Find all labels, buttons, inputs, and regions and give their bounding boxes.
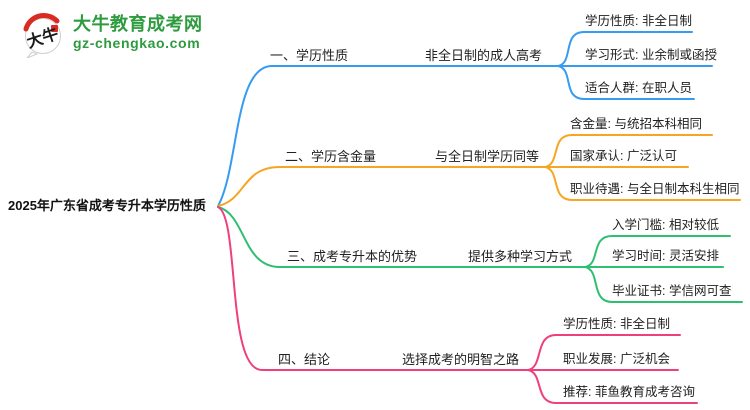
branch-2-leaf-2: 国家承认: 广泛认可 xyxy=(570,149,677,163)
branch-1-leaf-1: 学历性质: 非全日制 xyxy=(585,14,692,28)
branch-4-leaf-1: 学历性质: 非全日制 xyxy=(563,317,670,331)
branch-2-links xyxy=(217,134,741,207)
branch-3-links xyxy=(217,206,743,303)
logo-text-block: 大牛教育成考网 gz-chengkao.com xyxy=(73,14,203,52)
logo-red-arc xyxy=(23,12,60,32)
logo-red-seal xyxy=(51,25,58,32)
branch-1-subtopic: 非全日制的成人高考 xyxy=(425,48,543,63)
branch-1-main-line xyxy=(217,65,559,207)
branch-3-main-line xyxy=(217,206,586,268)
branch-3-leaf-3-line xyxy=(584,266,743,303)
branch-2-topic: 二、学历含金量 xyxy=(285,149,377,164)
branch-1-leaf-1-line xyxy=(557,31,693,67)
branch-3-topic: 三、成考专升本的优势 xyxy=(287,249,418,264)
branch-2-main-line xyxy=(217,166,546,207)
branch-2-leaf-1: 含金量: 与统招本科相同 xyxy=(570,117,702,131)
branch-2-subtopic: 与全日制学历同等 xyxy=(435,149,540,164)
branch-4-topic: 四、结论 xyxy=(278,352,331,367)
branch-2-leaf-3: 职业待遇: 与全日制本科生相同 xyxy=(570,182,740,196)
daniu-logo-icon: 大牛 xyxy=(23,12,61,58)
branch-1-leaf-3-line xyxy=(557,65,695,100)
branch-1-topic: 一、学历性质 xyxy=(270,48,349,63)
branch-3-leaf-3: 毕业证书: 学信网可查 xyxy=(612,284,732,298)
site-logo[interactable]: 大牛 大牛教育成考网 gz-chengkao.com xyxy=(20,8,203,58)
branch-4-leaf-2: 职业发展: 广泛机会 xyxy=(563,352,670,366)
branch-3-leaf-1-line xyxy=(584,235,731,268)
branch-3-leaf-2: 学习时间: 灵活安排 xyxy=(612,249,719,263)
logo-title: 大牛教育成考网 xyxy=(73,14,203,34)
branch-3-subtopic: 提供多种学习方式 xyxy=(468,249,573,264)
branch-4-links xyxy=(217,206,698,404)
logo-url: gz-chengkao.com xyxy=(73,35,201,51)
branch-1-leaf-2: 学习形式: 业余制或函授 xyxy=(585,48,717,62)
branch-4-leaf-3-line xyxy=(527,369,698,404)
branch-4-leaf-3: 推荐: 菲鱼教育成考咨询 xyxy=(563,385,695,399)
branch-4-subtopic: 选择成考的明智之路 xyxy=(402,352,520,367)
branch-1-leaf-3: 适合人群: 在职人员 xyxy=(585,81,692,95)
branch-4-leaf-1-line xyxy=(527,334,681,371)
branch-2-leaf-1-line xyxy=(544,134,713,168)
branch-2-leaf-3-line xyxy=(544,166,741,201)
branch-3-leaf-1: 入学门槛: 相对较低 xyxy=(612,218,719,232)
root-node: 2025年广东省成考专升本学历性质 xyxy=(8,198,206,213)
branch-4-main-line xyxy=(217,206,529,371)
branch-1-links xyxy=(217,31,713,207)
